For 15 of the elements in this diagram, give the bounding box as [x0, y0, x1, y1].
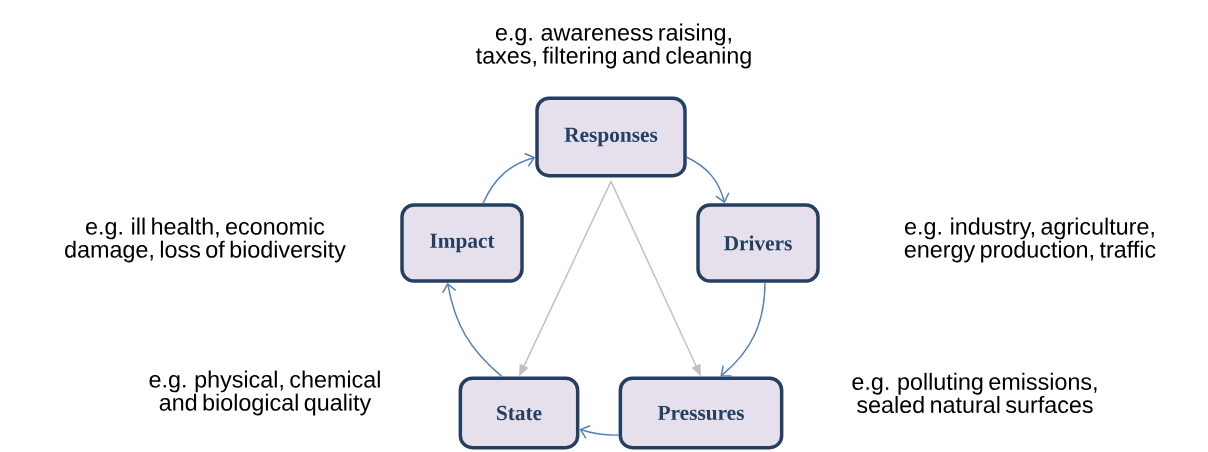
process-box: Responses — [535, 96, 687, 178]
description-text: e.g. polluting emissions, sealed natural surfaces — [852, 372, 1097, 414]
process-box: Drivers — [696, 203, 820, 283]
description-text: e.g. physical, chemical and biological quality — [149, 370, 380, 416]
process-box: State — [458, 376, 580, 450]
arrow — [579, 425, 620, 440]
arrow — [482, 152, 536, 204]
description-text: e.g. awareness raising, taxes, filtering and cleaning — [476, 23, 751, 69]
process-box: Pressures — [618, 376, 784, 450]
description-text: e.g. industry, agriculture, energy production, traffic — [904, 217, 1156, 263]
description-text: e.g. ill health, economic damage, loss of biodiversity — [65, 217, 346, 263]
arrow — [720, 282, 766, 377]
arrow — [686, 156, 730, 204]
process-box: Impact — [400, 203, 524, 283]
arrow — [441, 282, 503, 378]
